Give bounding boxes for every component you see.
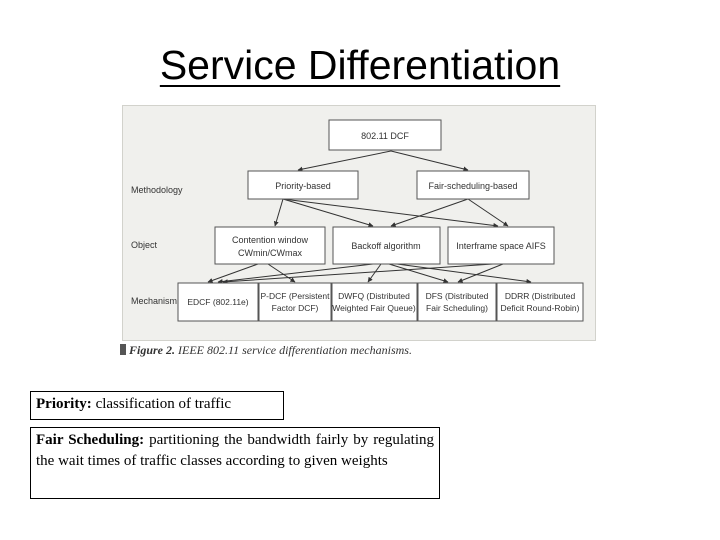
node-mech-dwfq [331, 282, 418, 322]
node-fair-scheduling-based-label: Fair-scheduling-based [428, 181, 517, 191]
caption-marker-icon [120, 344, 126, 355]
node-contention-window-label: Contention window [232, 235, 309, 245]
node-contention-window [214, 226, 326, 265]
node-contention-window-sublabel: CWmin/CWmax [238, 248, 302, 258]
node-mech-edcf [177, 282, 259, 322]
node-root-label: 802.11 DCF [361, 131, 409, 141]
node-backoff-algorithm [332, 226, 441, 265]
node-priority-based-label: Priority-based [275, 181, 331, 191]
node-mech-pdcf [258, 282, 332, 322]
slide-title: Service Differentiation [0, 42, 720, 89]
row-label-methodology: Methodology [131, 185, 183, 195]
node-mech-dfs [417, 282, 497, 322]
edge-priority-backoff [282, 198, 374, 228]
row-label-object: Object [131, 240, 158, 250]
node-mech-ddrr-sublabel: Deficit Round-Robin) [501, 303, 580, 313]
slide-title-text: Service Differentiation [159, 42, 561, 88]
figure-caption-label: Figure 2. [129, 343, 176, 357]
node-priority-based [247, 170, 359, 200]
diagram-connectors [207, 150, 532, 285]
edge-cw-pdcf [267, 263, 296, 283]
priority-note: Priority: classification of traffic [30, 391, 284, 420]
edge-fair-ifs [467, 198, 509, 227]
edge-root-priority [297, 150, 392, 172]
node-mech-ddrr-label: DDRR (Distributed [505, 291, 576, 301]
priority-term: Priority: [36, 396, 92, 412]
node-fair-scheduling-based [416, 170, 530, 200]
fair-scheduling-term: Fair Scheduling: [36, 432, 145, 448]
node-mech-dfs-label: DFS (Distributed [426, 291, 489, 301]
edge-fair-backoff [390, 198, 469, 227]
node-mech-dwfq-sublabel: Weighted Fair Queue) [332, 303, 416, 313]
node-backoff-algorithm-label: Backoff algorithm [351, 241, 420, 251]
edge-root-fair [390, 150, 469, 172]
edge-backoff-dwfq [367, 263, 382, 283]
edge-priority-cw [273, 198, 284, 227]
edge-backoff-dfs [388, 263, 449, 284]
node-mech-dfs-sublabel: Fair Scheduling) [426, 303, 488, 313]
node-mech-pdcf-sublabel: Factor DCF) [272, 303, 319, 313]
fair-scheduling-note: Fair Scheduling: partitioning the bandwi… [30, 427, 440, 499]
taxonomy-diagram: Methodology Object Mechanism 802.11 DCF … [131, 119, 584, 322]
node-mech-dwfq-label: DWFQ (Distributed [338, 291, 410, 301]
figure-caption: Figure 2. IEEE 802.11 service differenti… [120, 343, 412, 358]
node-mech-ddrr [496, 282, 584, 322]
edge-backoff-ddrr [396, 263, 532, 284]
row-label-mechanism: Mechanism [131, 296, 177, 306]
edge-ifs-dfs [457, 263, 504, 283]
figure-caption-text: IEEE 802.11 service differentiation mech… [178, 343, 412, 357]
edge-ifs-edcf [222, 263, 494, 285]
fair-scheduling-text: partitioning the bandwidth fairly by reg… [36, 432, 435, 469]
edge-backoff-edcf [217, 263, 374, 284]
priority-text: classification of traffic [95, 396, 232, 412]
figure-panel: Methodology Object Mechanism 802.11 DCF … [122, 105, 596, 341]
edge-priority-ifs [282, 198, 499, 228]
node-interframe-space [447, 226, 555, 265]
node-mech-edcf-label: EDCF (802.11e) [187, 297, 248, 307]
node-mech-pdcf-label: P-DCF (Persistent [261, 291, 331, 301]
node-root [328, 119, 442, 151]
edge-cw-edcf [207, 263, 259, 283]
node-interframe-space-label: Interframe space AIFS [456, 241, 546, 251]
